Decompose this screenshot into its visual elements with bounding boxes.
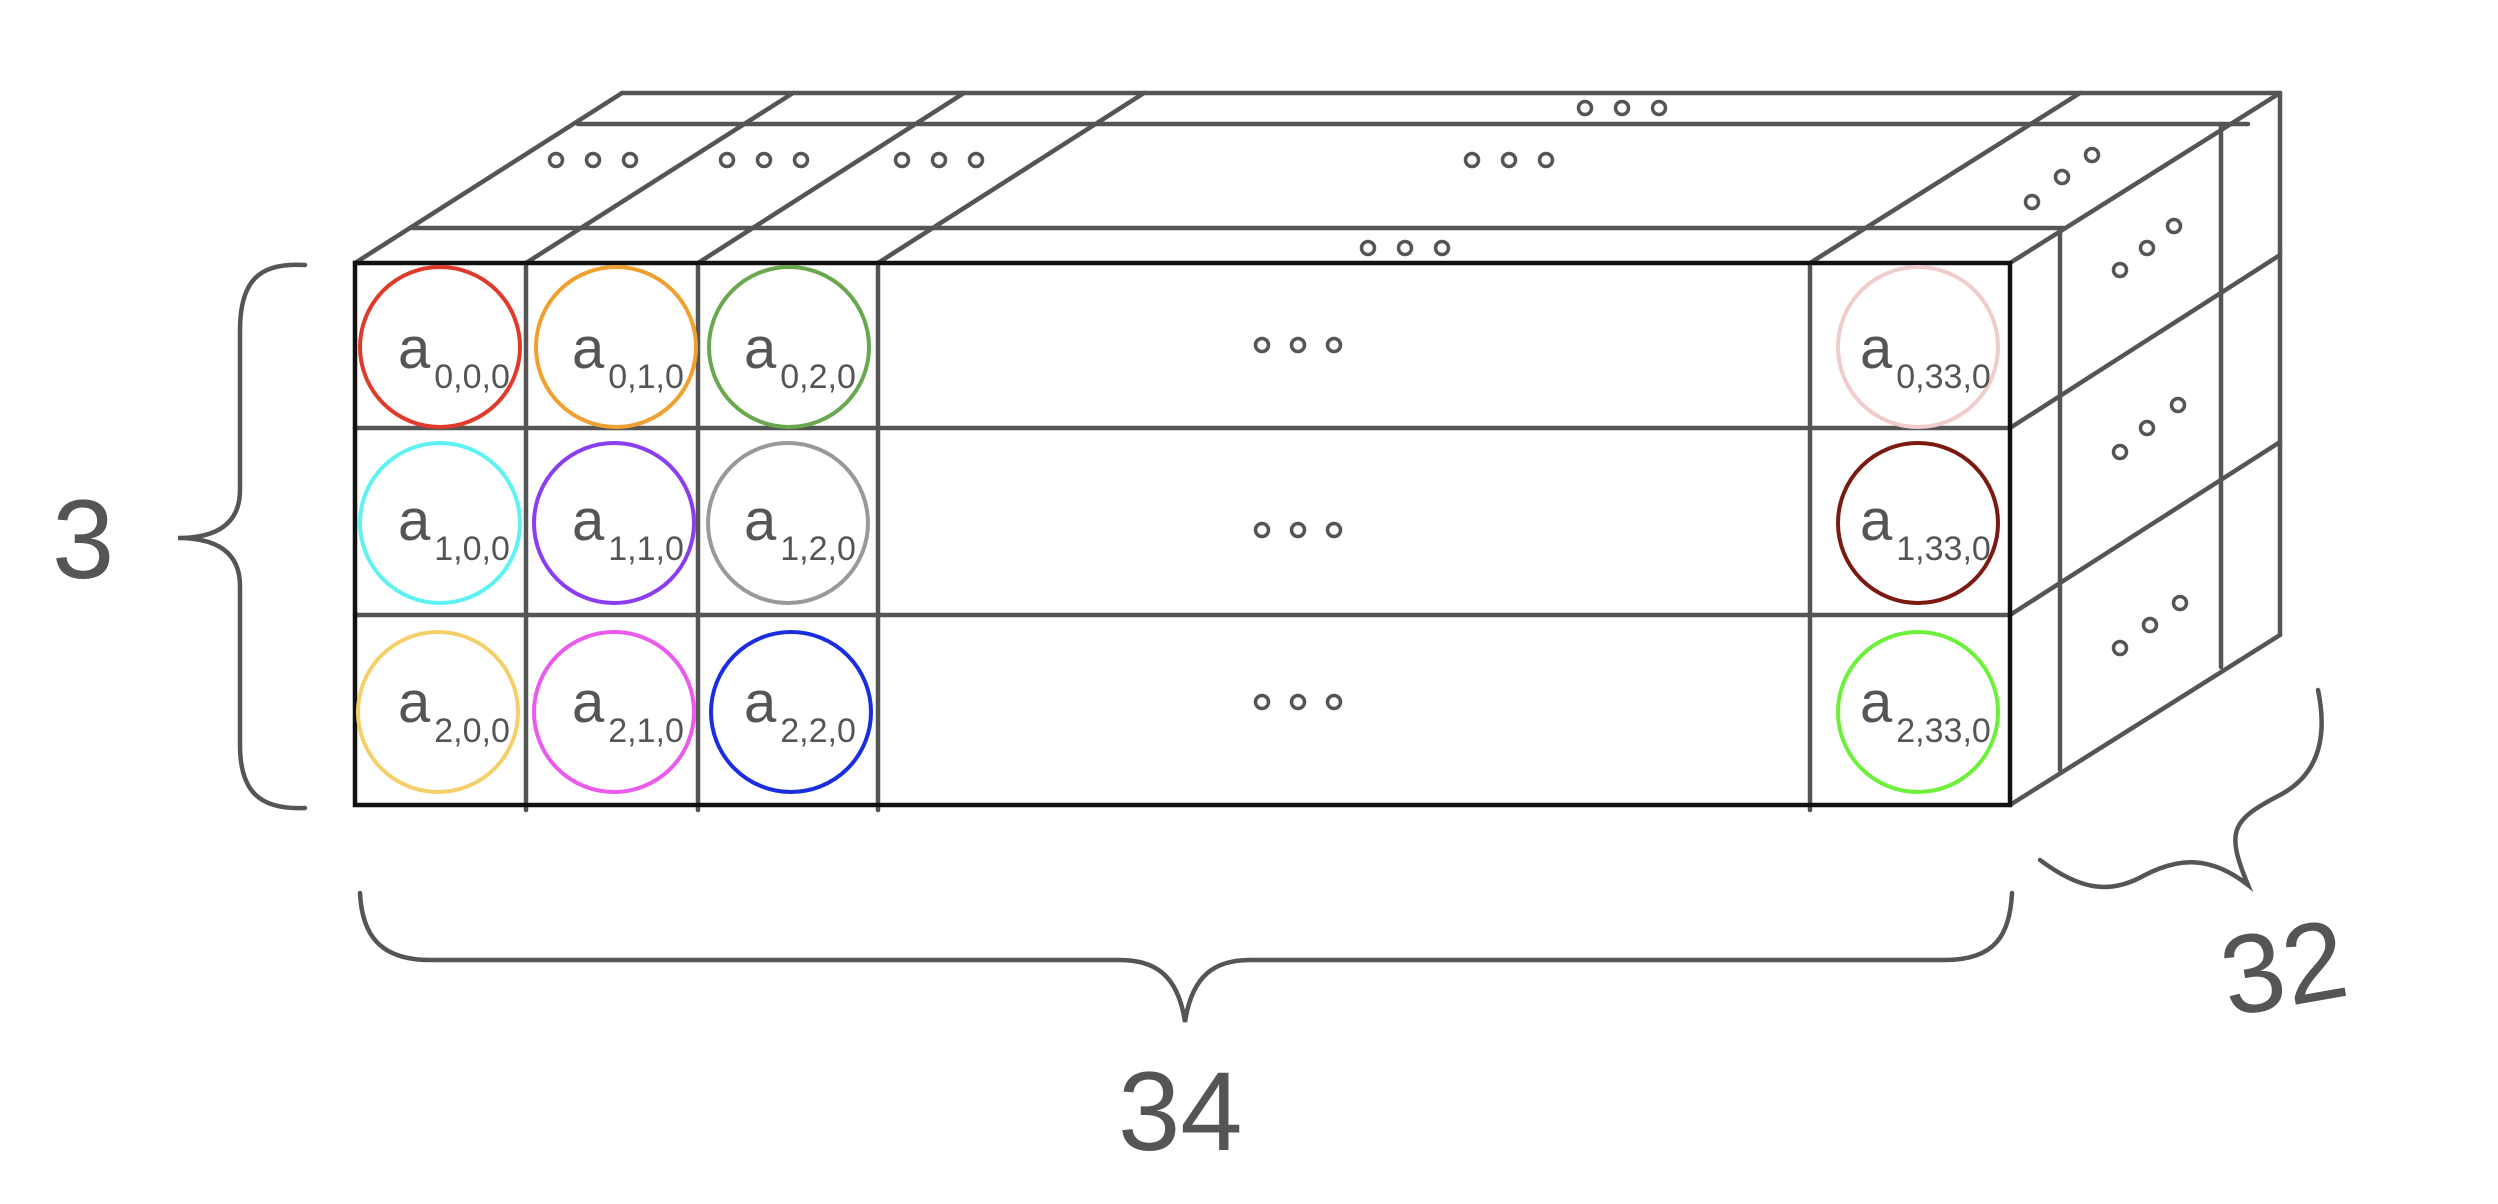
width-brace: 34 (357, 890, 2015, 1174)
ellipsis-front-row-0 (1253, 336, 1343, 354)
ellipsis-front-row-1 (1253, 521, 1343, 539)
svg-text:a0,2,0: a0,2,0 (744, 316, 856, 396)
svg-text:a1,0,0: a1,0,0 (398, 488, 510, 568)
depth-brace: 32 (2037, 687, 2356, 1040)
svg-text:a0,0,0: a0,0,0 (398, 316, 510, 396)
cell-circle (1836, 265, 2000, 429)
svg-text:a2,1,0: a2,1,0 (572, 670, 684, 750)
cell-circle (532, 441, 696, 605)
ellipsis-top-col-0 (547, 151, 639, 169)
depth-label: 32 (2211, 895, 2355, 1040)
cell-circle (534, 265, 698, 429)
ellipsis-top-col-2 (893, 151, 985, 169)
ellipsis-top-col-1 (718, 151, 810, 169)
cell-circle (707, 265, 871, 429)
cell-circle (709, 630, 873, 794)
cell-circle (1836, 630, 2000, 794)
svg-text:a1,2,0: a1,2,0 (744, 488, 856, 568)
ellipsis-top-front (1359, 239, 1451, 257)
svg-text:a2,33,0: a2,33,0 (1860, 670, 1991, 750)
ellipsis-side-row-1 (2111, 396, 2187, 461)
cell-circle (358, 441, 522, 605)
cell-circle (358, 265, 522, 429)
front-face (352, 260, 2013, 813)
svg-text:a0,1,0: a0,1,0 (572, 316, 684, 396)
cell-circle (356, 630, 520, 794)
width-label: 34 (1118, 1049, 1243, 1174)
right-face (2007, 90, 2283, 808)
height-label: 3 (52, 477, 114, 602)
ellipsis-top-middle (1463, 151, 1555, 169)
cell-circle (532, 630, 696, 794)
ellipsis-front-row-2 (1253, 693, 1343, 711)
cell-circle (1836, 441, 2000, 605)
ellipsis-top-back (1576, 99, 1668, 117)
svg-text:a1,1,0: a1,1,0 (572, 488, 684, 568)
cell-circle (706, 441, 870, 605)
svg-text:a0,33,0: a0,33,0 (1860, 316, 1991, 396)
svg-text:a2,0,0: a2,0,0 (398, 670, 510, 750)
svg-text:a1,33,0: a1,33,0 (1860, 488, 1991, 568)
ellipsis-top-corner (2023, 146, 2101, 211)
ellipsis-side-row-0 (2111, 217, 2183, 279)
height-brace: 3 (52, 262, 308, 811)
top-face (352, 90, 2283, 266)
ellipsis-marks (547, 99, 2189, 711)
svg-text:a2,2,0: a2,2,0 (744, 670, 856, 750)
ellipsis-side-row-2 (2111, 594, 2189, 657)
